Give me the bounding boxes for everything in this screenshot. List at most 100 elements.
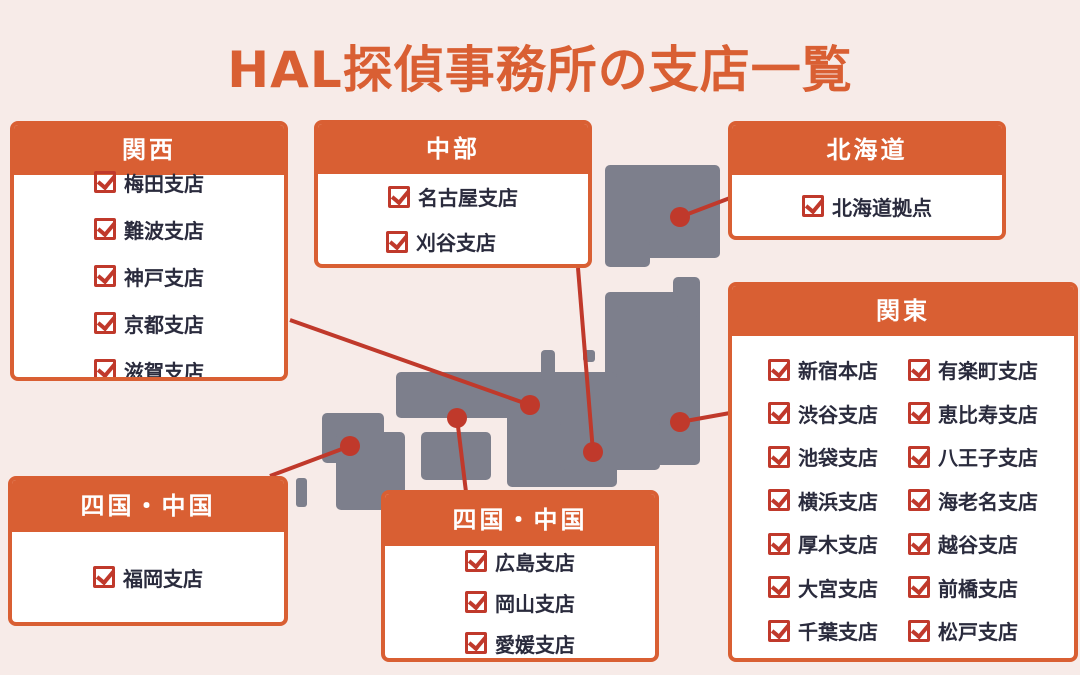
marker-chugoku <box>447 408 467 428</box>
branch-list: 北海道拠点 <box>732 175 1002 236</box>
check-icon <box>94 312 116 334</box>
check-icon <box>908 445 930 468</box>
marker-chubu <box>583 442 603 462</box>
branch-name: 恵比寿支店 <box>938 402 1038 427</box>
branch-item: 京都支店 <box>94 309 204 338</box>
branch-name: 刈谷支店 <box>416 231 496 255</box>
marker-kansai <box>520 395 540 415</box>
check-icon <box>94 359 116 377</box>
check-icon <box>908 532 930 555</box>
branch-item: 千葉支店 <box>768 609 878 653</box>
region-box-shikoku-chugoku: 四国・中国 広島支店 岡山支店 愛媛支店 <box>381 490 659 662</box>
region-title: 四国・中国 <box>385 494 655 546</box>
region-box-kanto: 関東 新宿本店 有楽町支店 渋谷支店 恵比寿支店 池袋支店 八王子支店 横浜支店… <box>728 282 1078 662</box>
check-icon <box>908 402 930 425</box>
region-box-chubu: 中部 名古屋支店 刈谷支店 <box>314 120 592 268</box>
branch-item: 広島支店 <box>465 547 575 576</box>
check-icon <box>908 576 930 599</box>
branch-name: 名古屋支店 <box>418 186 518 210</box>
branch-name: 千葉支店 <box>798 620 878 645</box>
branch-item: 横浜支店 <box>768 479 878 523</box>
check-icon <box>93 566 115 588</box>
branch-name: 大宮支店 <box>798 576 878 601</box>
region-box-hokkaido: 北海道 北海道拠点 <box>728 121 1006 240</box>
region-title: 関東 <box>732 286 1074 336</box>
check-icon <box>465 632 487 654</box>
branch-name: 海老名支店 <box>938 489 1038 514</box>
branch-item: 滋賀支店 <box>94 356 204 381</box>
map-island <box>296 478 307 507</box>
connector-kansai <box>289 318 531 407</box>
branch-list: 梅田支店 難波支店 神戸支店 京都支店 滋賀支店 <box>14 171 284 377</box>
marker-kanto <box>670 412 690 432</box>
branch-name: 京都支店 <box>124 312 204 337</box>
check-icon <box>802 195 824 217</box>
branch-item: 梅田支店 <box>94 168 204 197</box>
map-tohoku-top <box>673 277 700 317</box>
branch-name: 松戸支店 <box>938 620 1018 645</box>
page-title: HAL探偵事務所の支店一覧 <box>227 41 853 99</box>
branch-name: 八王子支店 <box>938 446 1038 471</box>
map-hokkaido <box>605 165 720 258</box>
branch-item: 越谷支店 <box>908 522 1038 566</box>
branch-item: 神戸支店 <box>94 262 204 291</box>
branch-name: 岡山支店 <box>495 591 575 616</box>
connector-chubu <box>576 267 595 453</box>
branch-item: 厚木支店 <box>768 522 878 566</box>
branch-name: 厚木支店 <box>798 533 878 558</box>
branch-name: 前橋支店 <box>938 576 1018 601</box>
branch-item: 松戸支店 <box>908 609 1038 653</box>
branch-item: 北海道拠点 <box>802 192 932 221</box>
region-box-kansai: 関西 梅田支店 難波支店 神戸支店 京都支店 滋賀支店 <box>10 121 288 381</box>
branch-item: 難波支店 <box>94 215 204 244</box>
map-shikoku <box>421 432 491 480</box>
check-icon <box>388 185 410 208</box>
map-bump-1 <box>541 350 555 380</box>
branch-item: 池袋支店 <box>768 435 878 479</box>
branch-item: 福岡支店 <box>93 563 203 592</box>
check-icon <box>908 489 930 512</box>
branch-name: 難波支店 <box>124 218 204 243</box>
branch-item: 八王子支店 <box>908 435 1038 479</box>
connector-kyushu <box>269 444 351 478</box>
branch-item: 名古屋支店 <box>388 182 518 211</box>
branch-name: 梅田支店 <box>124 171 204 196</box>
check-icon <box>386 230 408 253</box>
branch-item: 海老名支店 <box>908 479 1038 523</box>
branch-name: 池袋支店 <box>798 446 878 471</box>
connector-shikoku <box>455 417 468 493</box>
check-icon <box>465 591 487 613</box>
check-icon <box>94 265 116 287</box>
branch-item: 愛媛支店 <box>465 629 575 658</box>
marker-hokkaido <box>670 207 690 227</box>
branch-list: 広島支店 岡山支店 愛媛支店 <box>385 546 655 658</box>
branch-name: 広島支店 <box>495 550 575 575</box>
branch-name: 有楽町支店 <box>938 359 1038 384</box>
map-honshu-south <box>560 420 660 470</box>
check-icon <box>768 402 790 425</box>
check-icon <box>768 358 790 381</box>
map-hokkaido-tip <box>605 240 650 267</box>
check-icon <box>768 576 790 599</box>
branch-name: 渋谷支店 <box>798 402 878 427</box>
check-icon <box>768 489 790 512</box>
branch-item: 渋谷支店 <box>768 392 878 436</box>
check-icon <box>768 445 790 468</box>
branch-item: 恵比寿支店 <box>908 392 1038 436</box>
region-title: 北海道 <box>732 125 1002 175</box>
check-icon <box>768 532 790 555</box>
region-title: 関西 <box>14 125 284 175</box>
branch-item: 有楽町支店 <box>908 348 1038 392</box>
branch-name: 越谷支店 <box>938 533 1018 558</box>
check-icon <box>465 550 487 572</box>
branch-item: 大宮支店 <box>768 566 878 610</box>
check-icon <box>768 619 790 642</box>
branch-name: 神戸支店 <box>124 265 204 290</box>
branch-item: 岡山支店 <box>465 588 575 617</box>
check-icon <box>908 358 930 381</box>
branch-item: 新宿本店 <box>768 348 878 392</box>
branch-name: 横浜支店 <box>798 489 878 514</box>
branch-name: 滋賀支店 <box>124 359 204 381</box>
region-title: 中部 <box>318 124 588 174</box>
marker-kyushu <box>340 436 360 456</box>
